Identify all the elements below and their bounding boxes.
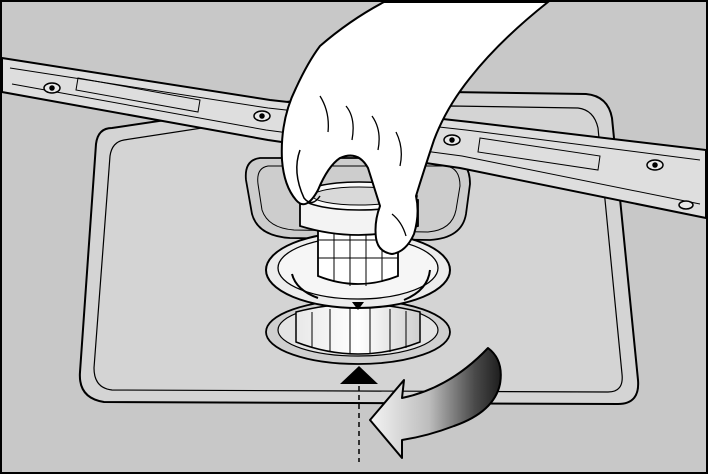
sump-panel-inner — [93, 105, 623, 393]
hand-knuckle-lines — [319, 95, 407, 237]
spray-arm-slot-left — [75, 77, 201, 113]
flange-rotation-mark-left — [291, 273, 319, 299]
lower-filter-ribs — [311, 308, 407, 354]
filter-recess-inner — [257, 165, 461, 233]
flange-rotation-mark-right — [403, 269, 431, 301]
spray-arm-nozzles — [43, 82, 694, 210]
lower-filter-cylinder — [295, 303, 421, 355]
rotation-arrow-edge — [401, 347, 489, 399]
insert-arrow-head — [340, 366, 378, 384]
spray-arm-slot-right — [477, 137, 601, 171]
position-marker-triangle — [352, 302, 364, 310]
hand-thumb — [296, 149, 321, 204]
hand — [280, 0, 551, 256]
